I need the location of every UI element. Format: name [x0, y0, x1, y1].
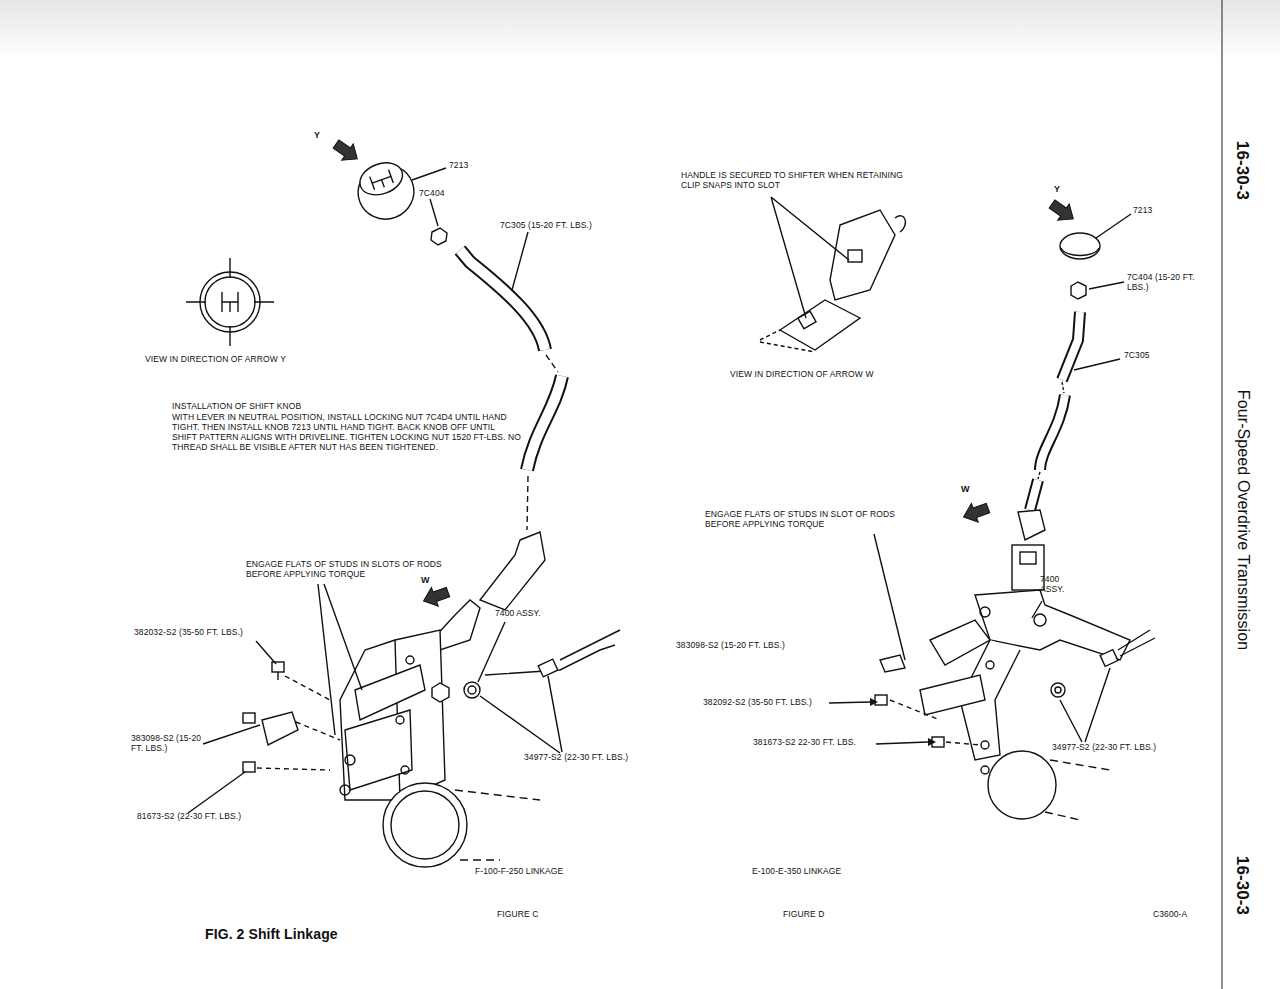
note-heading: INSTALLATION OF SHIFT KNOB [172, 401, 301, 411]
note-body: WITH LEVER IN NEUTRAL POSITION, INSTALL … [172, 412, 522, 452]
note: ENGAGE FLATS OF STUDS IN SLOTS OF RODS B… [246, 559, 451, 579]
part-number: 7C305 (15-20 FT. LBS.) [500, 220, 592, 230]
note: ENGAGE FLATS OF STUDS IN SLOT OF RODS BE… [705, 509, 905, 529]
part-number: 7213 [449, 160, 468, 170]
view-label: VIEW IN DIRECTION OF ARROW W [730, 369, 874, 379]
part-number: 7400 ASSY. [1040, 574, 1080, 594]
figure-label: FIGURE D [783, 909, 824, 919]
figure-caption: FIG. 2 Shift Linkage [205, 926, 338, 943]
part-number: 7C404 [419, 188, 445, 198]
view-arrow-letter: W [421, 575, 430, 586]
note: HANDLE IS SECURED TO SHIFTER WHEN RETAIN… [681, 170, 916, 190]
part-number: 7C305 [1124, 350, 1150, 360]
view-arrow-letter: Y [1054, 184, 1060, 195]
fastener-callout: 81673-S2 (22-30 FT. LBS.) [137, 811, 241, 821]
fastener-callout: 34977-S2 (22-30 FT. LBS.) [1052, 742, 1156, 752]
fastener-callout: 382032-S2 (35-50 FT. LBS.) [134, 627, 243, 637]
figure-subtitle: F-100-F-250 LINKAGE [475, 866, 563, 876]
fastener-callout: 383098-S2 (15-20 FT. LBS.) [131, 733, 211, 753]
fastener-callout: 34977-S2 (22-30 FT. LBS.) [524, 752, 628, 762]
fastener-callout: 382092-S2 (35-50 FT. LBS.) [703, 697, 812, 707]
page-number: 16-30-3 [1232, 140, 1253, 199]
figure-subtitle: E-100-E-350 LINKAGE [752, 866, 841, 876]
view-arrow-letter: Y [314, 130, 320, 141]
part-number: 7400 ASSY. [495, 608, 541, 618]
part-number: 7213 [1133, 205, 1152, 215]
view-arrow-letter: W [961, 484, 970, 495]
section-title: Four-Speed Overdrive Transmission [1233, 390, 1253, 650]
page-number: 16-30-3 [1232, 855, 1253, 914]
view-label: VIEW IN DIRECTION OF ARROW Y [145, 354, 286, 364]
fastener-callout: 381673-S2 22-30 FT. LBS. [753, 737, 856, 747]
figure-label: FIGURE C [497, 909, 538, 919]
fastener-callout: 383098-S2 (15-20 FT. LBS.) [676, 640, 785, 650]
part-number: 7C404 (15-20 FT. LBS.) [1127, 272, 1207, 292]
drawing-number: C3600-A [1153, 909, 1187, 919]
